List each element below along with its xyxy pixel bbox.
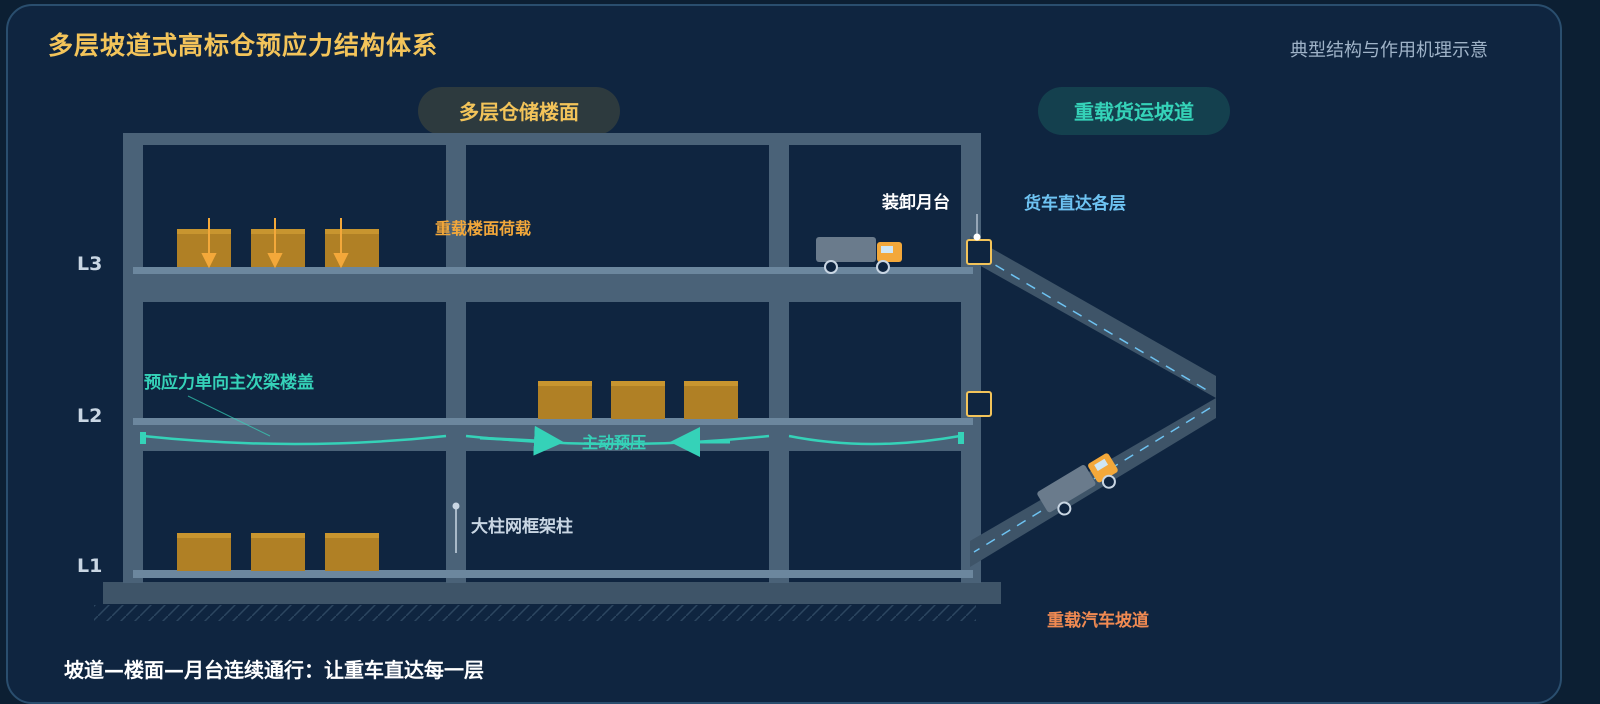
active-prestress-arrows <box>479 425 730 457</box>
cargo-box <box>177 229 231 267</box>
column-leader-dot <box>452 502 460 510</box>
cargo-box <box>251 533 305 571</box>
level-label: L1 <box>77 555 102 577</box>
load-arrows <box>201 218 349 269</box>
foundation-slab <box>103 582 1001 604</box>
prestress-beam-label: 预应力单向主次梁楼盖 <box>144 372 314 393</box>
truck-ramp <box>1037 453 1118 516</box>
heavy-load-label: 重载楼面荷载 <box>435 219 531 238</box>
cargo-box <box>325 229 379 267</box>
dock-marker <box>966 391 992 417</box>
footer-caption: 坡道—楼面—月台连续通行：让重车直达每一层 <box>64 658 484 682</box>
frame-column <box>769 133 789 583</box>
frame-column <box>446 133 466 583</box>
ramp-badge: 重载货运坡道 <box>1038 87 1230 135</box>
frame-column <box>123 133 143 583</box>
tendon-anchor <box>140 432 146 444</box>
dock-label: 装卸月台 <box>881 192 950 213</box>
diagram-title: 多层坡道式高标仓预应力结构体系 <box>48 31 439 60</box>
cargo-group-l3 <box>177 218 379 269</box>
cargo-group-l2 <box>538 381 738 419</box>
prestress-beam-leader <box>187 395 271 437</box>
ground-hatch <box>94 605 976 621</box>
floor-badge-label: 多层仓储楼面 <box>459 100 579 124</box>
column-label: 大柱网框架柱 <box>471 516 573 537</box>
dock-marker <box>966 239 992 265</box>
heavy-truck-ramp <box>970 236 1216 567</box>
ramp-label: 重载汽车坡道 <box>1047 610 1149 631</box>
structure-diagram: 多层仓储楼面 重载货运坡道 L3 L2 L1 <box>77 87 1230 631</box>
level-label: L2 <box>77 405 102 427</box>
floor-badge: 多层仓储楼面 <box>418 87 620 135</box>
cargo-box <box>177 533 231 571</box>
truck-l3 <box>816 237 902 274</box>
diagram-subtitle: 典型结构与作用机理示意 <box>1290 40 1488 61</box>
cargo-group-l1 <box>177 533 379 571</box>
dock-leader-dot <box>973 233 981 241</box>
frame-column <box>961 133 981 583</box>
level-label: L3 <box>77 253 102 275</box>
cargo-box <box>538 381 592 419</box>
cargo-box <box>325 533 379 571</box>
truck-direct-label: 货车直达各层 <box>1024 193 1126 214</box>
ramp-badge-label: 重载货运坡道 <box>1074 100 1194 124</box>
tendon-anchor <box>958 432 964 444</box>
cargo-box <box>684 381 738 419</box>
slab-l1 <box>133 570 973 578</box>
cargo-box <box>611 381 665 419</box>
slab-l3 <box>123 267 981 302</box>
roof-beam <box>123 133 981 145</box>
slab-l2 <box>123 418 981 451</box>
active-prestress-label: 主动预压 <box>582 433 646 452</box>
